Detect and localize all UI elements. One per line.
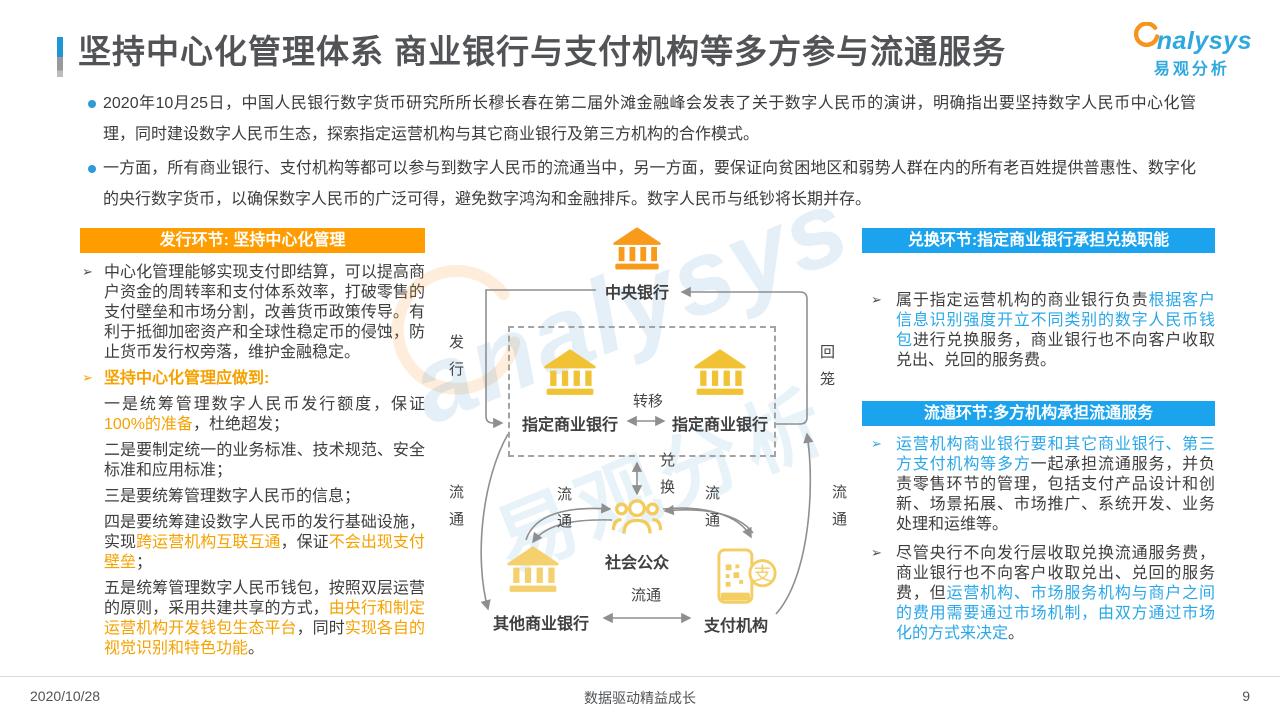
other-bank-label: 其他商业银行 [492, 616, 589, 633]
exchange-point-1: ➢ 属于指定运营机构的商业银行负责根据客户信息识别强度开立不同类别的数字人民币钱… [871, 292, 1215, 369]
logo-row: nalysys [1132, 21, 1252, 55]
public-to-otherbank-arrow [532, 519, 613, 544]
circulation-flow-diagram: analysys 易观分析 [391, 166, 865, 682]
issuance-sub-1: 一是统筹管理数字人民币发行额度，保证100%的准备，杜绝超发； [104, 396, 425, 433]
other-bank-node [506, 546, 560, 598]
payment-institution-label: 支付机构 [703, 618, 768, 635]
analysys-swirl-icon [1132, 21, 1159, 54]
issue-label: 发行 [447, 334, 464, 388]
issuance-sub-3: 三是要统筹管理数字人民币的信息； [104, 488, 361, 505]
circulate-label-mid-right: 流通 [703, 485, 720, 539]
bank-to-otherbank-arrow [480, 433, 509, 611]
bank-icon [507, 546, 559, 592]
arrow-bullet-icon: ➢ [82, 370, 93, 385]
intro-bullet-2: 一方面，所有商业银行、支付机构等都可以参与到数字人民币的流通当中，另一方面，要保… [88, 153, 1196, 215]
footer-date: 2020/10/28 [30, 688, 101, 704]
circulate-label-far-right: 流通 [830, 484, 847, 538]
designated-banks-group-box [508, 326, 776, 457]
qr-code-icon [725, 564, 744, 587]
issuance-sub-4: 四是要统筹建设数字人民币的发行基础设施，实现跨运营机构互联互通，保证不会出现支付… [104, 514, 425, 571]
issuance-panel: 发行环节: 坚持中心化管理 ➢ 中心化管理能够实现支付即结算，可以提高商户资金的… [80, 228, 425, 665]
payment-to-bank-arrow [775, 432, 814, 615]
arrow-bullet-icon: ➢ [82, 264, 93, 279]
footer-divider [0, 676, 1280, 677]
page-title: 坚持中心化管理体系 商业银行与支付机构等多方参与流通服务 [78, 33, 1007, 70]
exchange-label: 兑换 [658, 452, 675, 506]
exchange-section-body: ➢ 属于指定运营机构的商业银行负责根据客户信息识别强度开立不同类别的数字人民币钱… [862, 291, 1215, 371]
footer-slogan: 数据驱动精益成长 [584, 690, 696, 706]
recall-label: 回笼 [818, 344, 835, 398]
pay-symbol-glyph: 支 [753, 563, 771, 584]
issuance-point-2: ➢ 坚持中心化管理应做到: [80, 369, 425, 389]
intro-list: 2020年10月25日，中国人民银行数字货币研究所所长穆长春在第二届外滩金融峰会… [88, 88, 1196, 218]
circulate-label-bottom: 流通 [630, 587, 661, 604]
exchange-circulation-panel: 兑换环节:指定商业银行承担兑换职能 ➢ 属于指定运营机构的商业银行负责根据客户信… [862, 228, 1215, 653]
designated-bank-right-label: 指定商业银行 [671, 417, 768, 434]
circulate-label-mid-left: 流通 [555, 486, 572, 540]
intro-bullet-1: 2020年10月25日，中国人民银行数字货币研究所所长穆长春在第二届外滩金融峰会… [88, 88, 1196, 150]
circulate-label-far-left: 流通 [447, 484, 464, 538]
logo-text-en: nalysys [1156, 27, 1252, 55]
public-node [611, 496, 663, 543]
bullet-dot-icon [88, 165, 96, 173]
logo-text-cn: 易观分析 [1153, 61, 1230, 78]
central-bank-label: 中央银行 [604, 285, 669, 302]
bullet-dot-icon [88, 100, 96, 108]
arrow-bullet-icon: ➢ [871, 436, 882, 451]
issuance-panel-body: ➢ 中心化管理能够实现支付即结算，可以提高商户资金的周转率和支付体系效率，打破零… [80, 263, 425, 659]
circulation-point-2: ➢ 尽管央行不向发行层收取兑换流通服务费，商业银行也不向客户收取兑出、兑回的服务… [871, 545, 1215, 642]
issuance-sub-2: 二是要制定统一的业务标准、技术规范、安全标准和应用标准； [104, 442, 425, 479]
designated-bank-left-node [543, 349, 597, 401]
issuance-panel-header: 发行环节: 坚持中心化管理 [80, 228, 425, 253]
issuance-point-1: ➢ 中心化管理能够实现支付即结算，可以提高商户资金的周转率和支付体系效率，打破零… [80, 263, 425, 363]
issue-arrow [485, 289, 596, 429]
transfer-label: 转移 [632, 393, 663, 410]
payment-phone-icon: 支 [717, 548, 777, 604]
issuance-sub-5: 五是统筹管理数字人民币钱包，按照双层运营的原则，采用共建共享的方式，由央行和制定… [104, 580, 425, 657]
arrow-bullet-icon: ➢ [871, 545, 882, 560]
payment-to-public-arrow [663, 504, 754, 534]
intro-bullet-1-text: 2020年10月25日，中国人民银行数字货币研究所所长穆长春在第二届外滩金融峰会… [103, 95, 1196, 143]
circulation-point-1: ➢ 运营机构商业银行要和其它商业银行、第三方支付机构等多方一起承担流通服务，并负… [871, 436, 1215, 533]
exchange-section-header: 兑换环节:指定商业银行承担兑换职能 [862, 228, 1215, 253]
bank-icon [694, 349, 746, 395]
bank-icon [613, 227, 661, 270]
diagram-arrows [480, 286, 814, 624]
bank-icon [544, 349, 596, 395]
issuance-point-1-text: 中心化管理能够实现支付即结算，可以提高商户资金的周转率和支付体系效率，打破零售的… [104, 264, 425, 361]
public-label: 社会公众 [604, 555, 669, 572]
payment-institution-node: 支 [716, 548, 778, 611]
footer-page-number: 9 [1242, 688, 1250, 704]
people-icon [611, 499, 663, 534]
issuance-point-2-text: 坚持中心化管理应做到: [104, 370, 270, 387]
designated-bank-left-label: 指定商业银行 [521, 417, 618, 434]
otherbank-to-public-arrow [525, 503, 612, 541]
designated-bank-right-node [693, 349, 747, 401]
arrow-bullet-icon: ➢ [871, 292, 882, 307]
analysys-logo: nalysys 易观分析 [1132, 21, 1252, 79]
central-bank-node [612, 227, 662, 275]
circulation-section-header: 流通环节:多方机构承担流通服务 [862, 401, 1215, 426]
circulation-section-body: ➢ 运营机构商业银行要和其它商业银行、第三方支付机构等多方一起承担流通服务，并负… [862, 435, 1215, 644]
intro-bullet-2-text: 一方面，所有商业银行、支付机构等都可以参与到数字人民币的流通当中，另一方面，要保… [103, 160, 1196, 208]
title-accent-bar [57, 37, 63, 77]
recall-arrow [680, 286, 808, 425]
